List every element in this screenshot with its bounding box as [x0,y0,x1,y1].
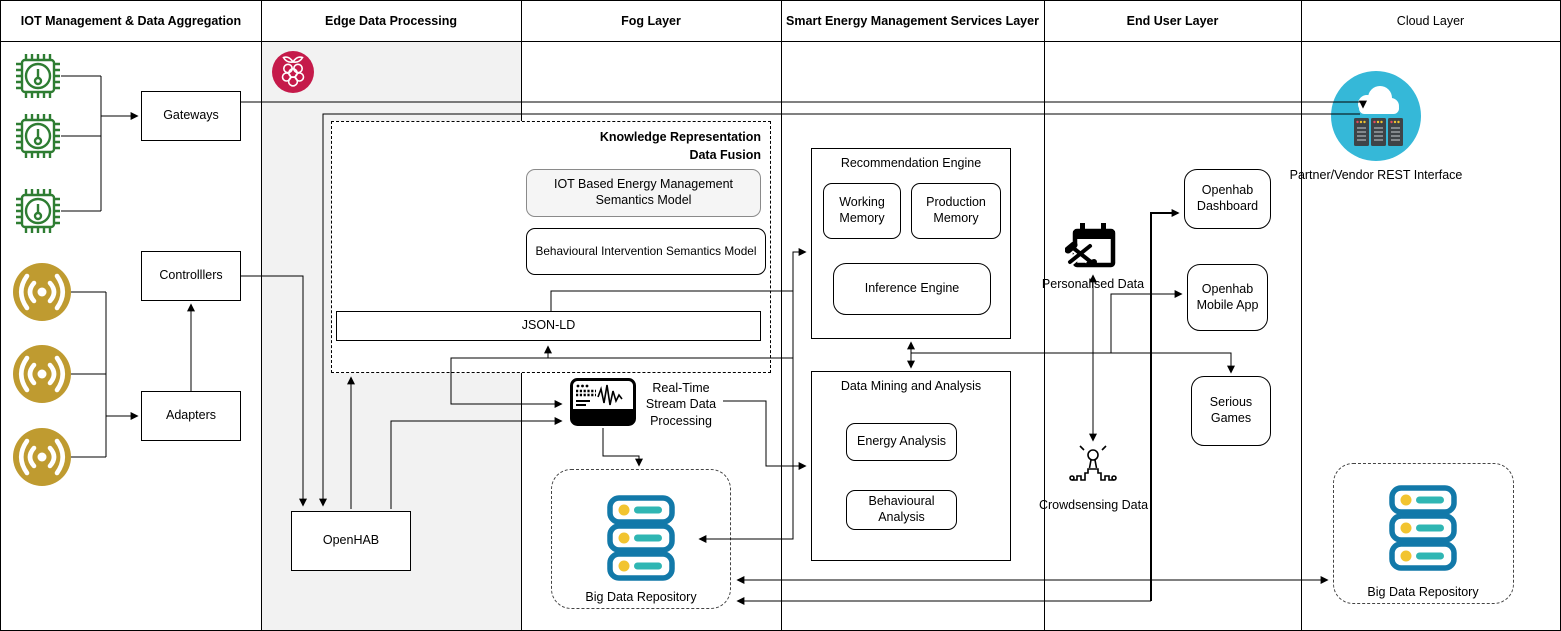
wireless-sensor-icon [13,263,71,321]
wire-stream-to-data-mining [723,400,807,470]
crowdsensing-data-label: Crowdsensing Data [1038,498,1149,512]
openhab-box: OpenHAB [291,511,411,571]
wireless-sensor-icon [13,345,71,403]
behavioural-semantics-model-box: Behavioural Intervention Semantics Model [526,228,766,275]
behavioural-analysis-box: Behavioural Analysis [846,490,957,530]
wire-sensor-bus [61,75,102,212]
column-divider [1301,1,1302,630]
layer-header-iot: IOT Management & Data Aggregation [20,14,242,28]
column-divider [261,1,262,630]
recommendation-engine-title: Recommendation Engine [840,156,982,170]
crowd-sensing-icon [1069,445,1117,481]
column-divider [1044,1,1045,630]
temperature-chip-icon [16,54,60,98]
temperature-chip-icon [16,114,60,158]
database-server-icon [607,495,675,581]
controllers-box: Controlllers [141,251,241,301]
data-mining-title: Data Mining and Analysis [840,379,982,393]
layer-header-enduser: End User Layer [1126,14,1219,28]
rest-interface-label: Partner/Vendor REST Interface [1289,168,1463,182]
stream-processing-icon [570,378,636,426]
calendar-tools-icon [1065,223,1116,268]
personalised-data-label: Personalised Data [1041,277,1145,291]
wire-actuator-bus [71,291,107,458]
iot-semantics-model-box: IOT Based Energy Management Semantics Mo… [526,169,761,217]
openhab-dashboard-box: Openhab Dashboard [1184,169,1271,229]
temperature-chip-icon [16,189,60,233]
layer-header-fog: Fog Layer [621,14,681,28]
wire-stream-to-fog-repository [602,428,643,467]
energy-analysis-box: Energy Analysis [846,423,957,461]
working-memory-box: Working Memory [823,183,901,239]
wire-enduser-to-dashboard [1150,209,1180,601]
fog-big-data-repository-label: Big Data Repository [585,590,697,604]
production-memory-box: Production Memory [911,183,1001,239]
layer-header-edge: Edge Data Processing [325,14,457,28]
gateways-box: Gateways [141,91,241,141]
cloud-big-data-repository-label: Big Data Repository [1367,585,1479,599]
database-server-icon [1389,485,1457,571]
knowledge-representation-title: Knowledge Representation Data Fusion [599,130,761,162]
inference-engine-box: Inference Engine [833,263,991,315]
stream-processing-label: Real-Time Stream Data Processing [645,381,717,428]
wireless-sensor-icon [13,428,71,486]
data-mining-box: Data Mining and Analysis [811,371,1011,561]
column-divider [781,1,782,630]
openhab-mobile-app-box: Openhab Mobile App [1187,264,1268,331]
layer-header-cloud: Cloud Layer [1396,14,1465,28]
jsonld-box: JSON-LD [336,311,761,341]
wire-services-to-mobile-app [1110,290,1183,353]
adapters-box: Adapters [141,391,241,441]
layer-header-services: Smart Energy Management Services Layer [786,14,1039,28]
wire-services-to-serious-games [911,352,1235,374]
header-divider [1,41,1560,42]
serious-games-box: Serious Games [1191,376,1271,446]
cloud-server-icon [1331,71,1421,161]
raspberry-pi-icon [272,51,314,93]
